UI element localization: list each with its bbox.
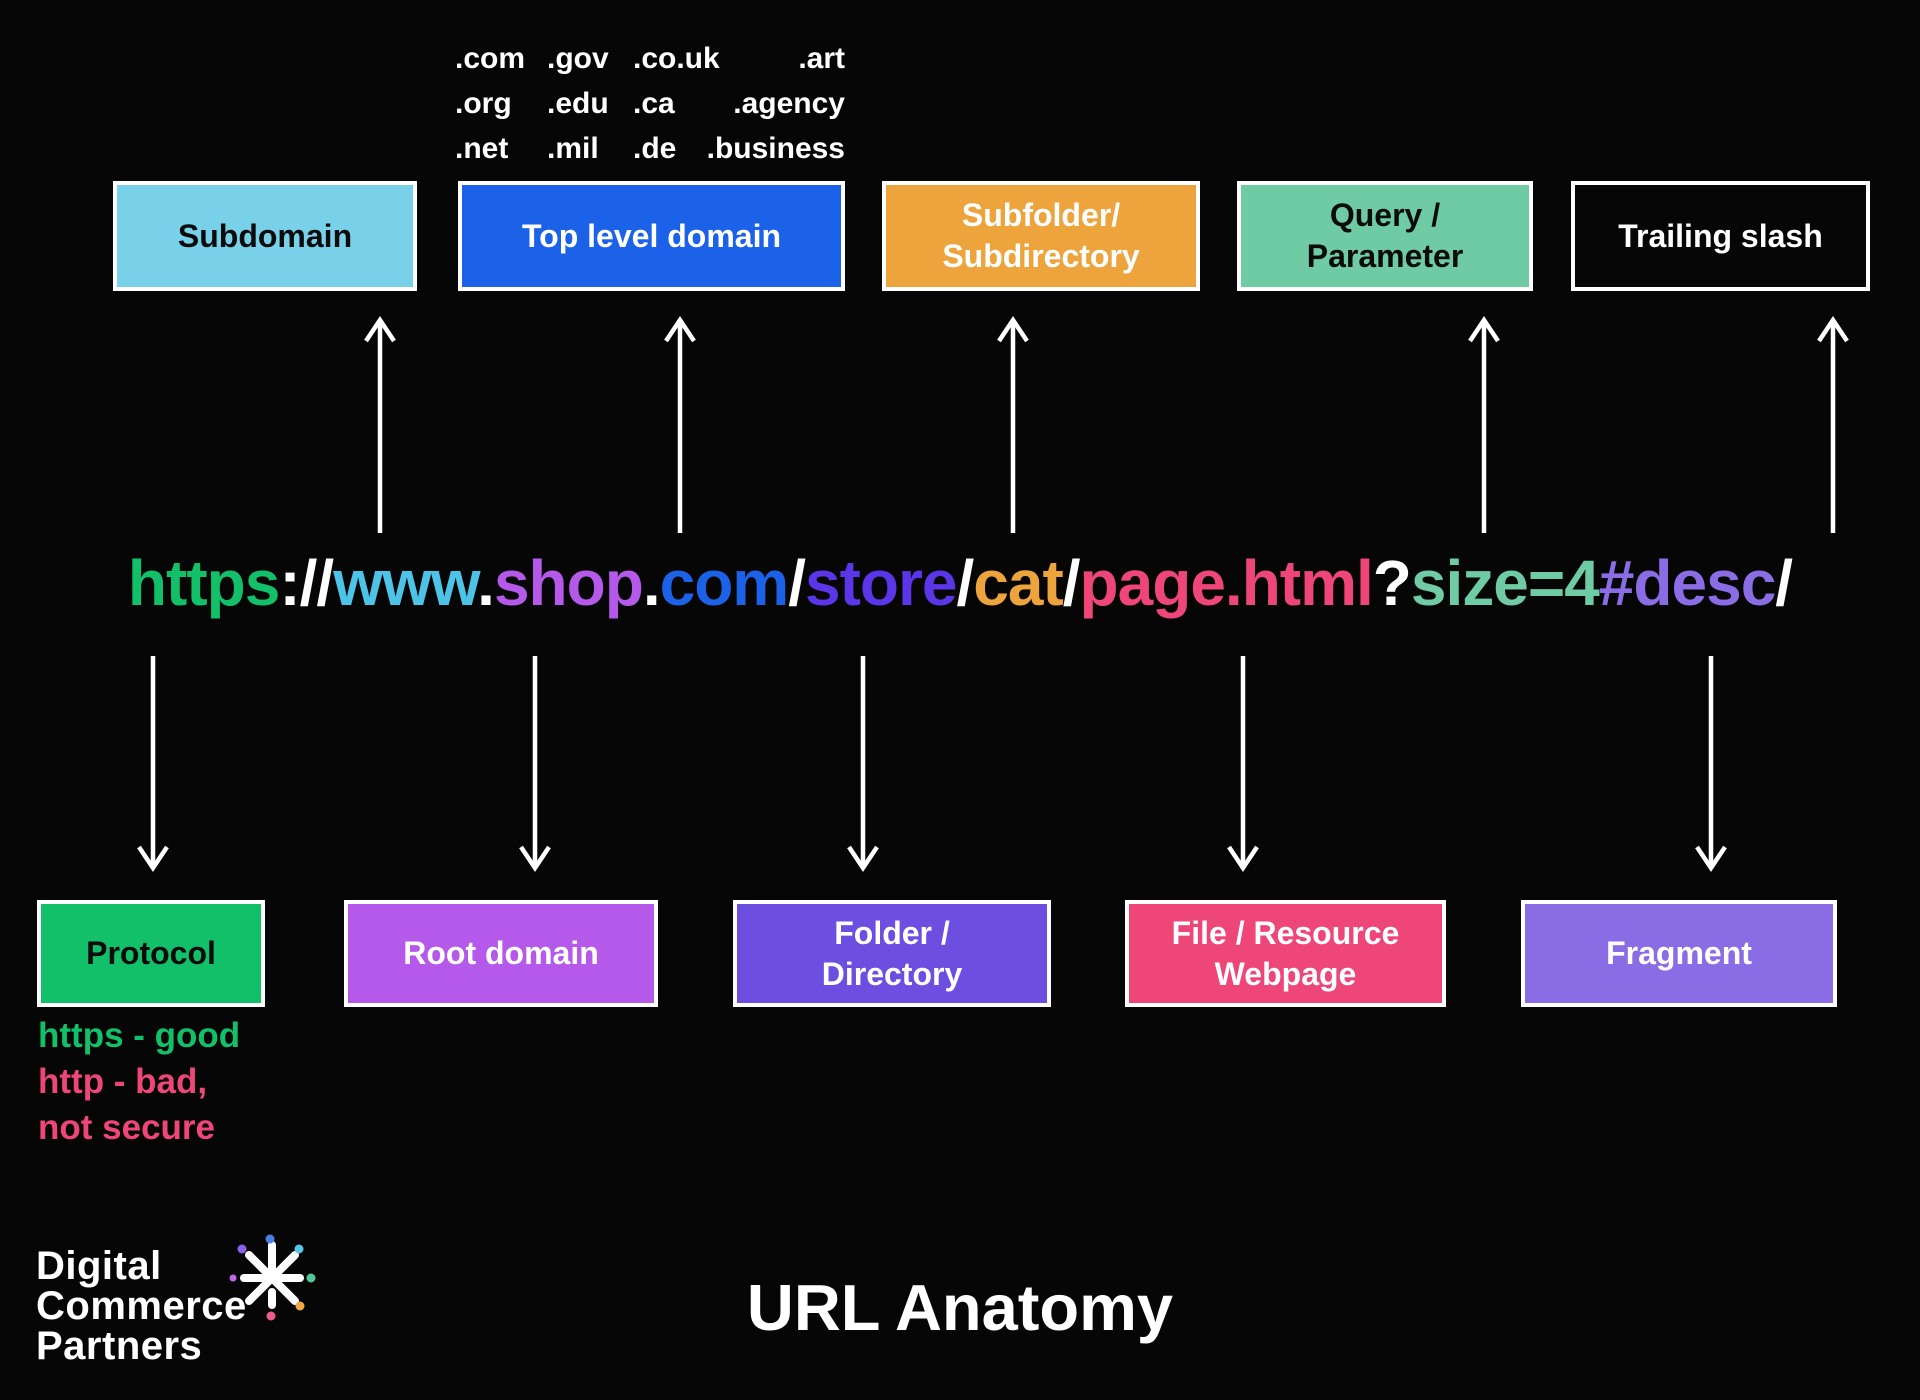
tld-example: .org: [455, 87, 512, 120]
label-box-top-level-domain: Top level domain: [458, 181, 845, 291]
tld-example: .edu: [547, 87, 609, 120]
logo-dot: [294, 1244, 304, 1254]
url-segment-file: page.html: [1079, 547, 1374, 619]
label-box-fragment-text: Fragment: [1606, 935, 1752, 971]
label-box-file-resource: File / Resource Webpage: [1125, 900, 1446, 1007]
label-box-query-parameter: Query / Parameter: [1237, 181, 1533, 291]
tld-examples-right-column: .art .agency .business: [645, 36, 845, 171]
tld-example: .agency: [733, 87, 845, 120]
label-box-folder-directory: Folder / Directory: [733, 900, 1051, 1007]
protocol-note: https - good http - bad, not secure: [38, 1013, 240, 1151]
logo-dot: [237, 1244, 247, 1254]
label-box-top-level-domain-text: Top level domain: [522, 217, 781, 254]
label-box-root-domain-text: Root domain: [403, 935, 599, 971]
tld-example: .net: [455, 132, 509, 165]
asterisk-logo-icon: [229, 1234, 316, 1321]
url-segment-separator: ://: [279, 547, 334, 619]
label-box-protocol-text: Protocol: [86, 935, 216, 971]
url-segment-protocol: https: [127, 547, 280, 619]
logo-dot: [266, 1311, 276, 1321]
page-title: URL Anatomy: [746, 1271, 1174, 1344]
url-segment-tld: com: [659, 547, 790, 619]
tld-example: .ca: [633, 87, 675, 120]
logo-dot: [229, 1274, 237, 1282]
label-box-subfolder-text-line1: Subfolder/: [961, 197, 1121, 233]
arrow-up-com-to-top-level-domain: [664, 315, 696, 533]
tld-example: .mil: [547, 132, 599, 165]
tld-example: .art: [798, 42, 845, 75]
tld-example: .com: [455, 42, 526, 75]
label-box-subdomain-text: Subdomain: [177, 217, 353, 254]
asterisk-icon: [240, 1241, 304, 1309]
url-segment-query: size=4: [1410, 547, 1600, 619]
label-box-file-text-line1: File / Resource: [1171, 914, 1400, 951]
arrow-up-slash-to-trailing-slash: [1817, 315, 1849, 533]
arrow-down-page-to-file: [1227, 656, 1259, 873]
label-box-folder-text-line2: Directory: [821, 955, 963, 992]
tld-example: .co.uk: [633, 42, 720, 75]
arrow-down-store-to-folder: [847, 656, 879, 873]
url-segment-question: ?: [1372, 547, 1412, 619]
url-segment-trailing-slash: /: [1775, 547, 1793, 619]
logo-dot: [295, 1301, 305, 1311]
label-box-subfolder-text-line2: Subdirectory: [942, 238, 1140, 274]
arrow-down-shop-to-root-domain: [519, 656, 551, 873]
url-segment-fragment: #desc: [1598, 547, 1776, 619]
tld-examples-grid: .com .gov .co.uk .org .edu .ca .net .mil…: [455, 36, 783, 171]
label-box-protocol: Protocol: [37, 900, 265, 1007]
logo-dot: [306, 1273, 316, 1283]
label-box-query-text-line2: Parameter: [1306, 238, 1464, 274]
protocol-note-line-http: http - bad,: [38, 1062, 208, 1101]
arrow-down-https-to-protocol: [137, 656, 169, 873]
label-box-subdomain: Subdomain: [113, 181, 417, 291]
arrow-down-desc-to-fragment: [1695, 656, 1727, 873]
label-box-file-text-line2: Webpage: [1214, 955, 1357, 992]
url-segment-folder: store: [804, 547, 957, 619]
logo-dot: [265, 1234, 275, 1244]
label-box-folder-text-line1: Folder /: [834, 914, 950, 951]
protocol-note-line-https: https - good: [38, 1016, 241, 1055]
url-segment-root-domain: shop: [493, 547, 644, 619]
label-box-root-domain: Root domain: [344, 900, 658, 1007]
tld-example: .business: [706, 132, 845, 165]
label-box-fragment: Fragment: [1521, 900, 1837, 1007]
arrow-up-www-to-subdomain: [364, 315, 396, 533]
arrow-up-cat-to-subfolder: [997, 315, 1029, 533]
label-box-subfolder: Subfolder/ Subdirectory: [882, 181, 1200, 291]
label-box-query-text-line1: Query /: [1329, 197, 1441, 233]
logo-word-digital: Digital: [36, 1244, 162, 1288]
url-segment-slash: /: [1062, 547, 1081, 619]
protocol-note-line-secure: not secure: [38, 1108, 215, 1147]
url-segment-dot: .: [477, 547, 495, 619]
logo-word-commerce: Commerce: [36, 1284, 247, 1328]
logo-wordmark: Digital Commerce Partners: [36, 1246, 247, 1366]
label-box-trailing-slash-text: Trailing slash: [1618, 217, 1823, 254]
url-segment-slash: /: [956, 547, 974, 619]
arrow-up-size-to-query: [1468, 315, 1500, 533]
url-example: https://www.shop.com/store/cat/page.html…: [0, 546, 1920, 620]
url-segment-dot: .: [642, 547, 661, 619]
url-segment-subfolder: cat: [973, 547, 1063, 619]
label-box-trailing-slash: Trailing slash: [1571, 181, 1870, 291]
logo-word-partners: Partners: [36, 1324, 203, 1368]
url-segment-slash: /: [788, 547, 806, 619]
tld-example: .de: [633, 132, 677, 165]
tld-example: .gov: [547, 42, 609, 75]
url-segment-subdomain: www: [333, 547, 478, 619]
